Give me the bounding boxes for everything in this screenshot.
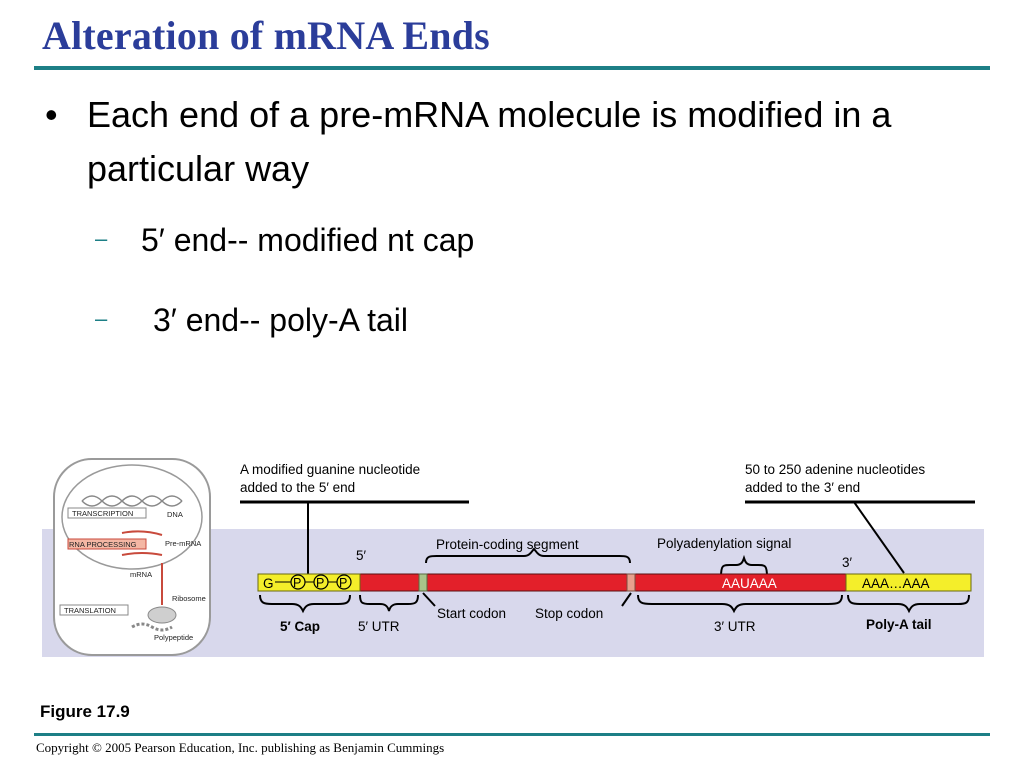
callout-left-line2: added to the 5′ end [240,480,355,495]
aauaaa-sequence: AAUAAA [722,576,777,591]
five-utr-label: 5′ UTR [358,619,400,634]
cap-p1: P [293,576,301,590]
polyadenylation-brace [720,554,768,578]
three-utr-brace [637,594,843,614]
start-codon-pointer [422,592,436,607]
figure-caption: Figure 17.9 [40,702,130,721]
label-box-rna-processing [67,538,147,550]
cap-brace [259,594,351,614]
protein-coding-brace [425,547,631,564]
dna-helix-icon [81,495,183,507]
polypeptide-icon [131,622,173,632]
label-box-translation [59,604,129,616]
slide-title: Alteration of mRNA Ends [42,13,490,58]
poly-a-brace [847,594,970,614]
callout-right-line2: added to the 3′ end [745,480,860,495]
bullet-dot: • [45,94,58,135]
inset-ribosome: Ribosome [172,594,206,603]
callout-right-pointer [853,501,905,574]
inset-dna: DNA [167,510,183,519]
five-utr-brace [359,594,419,612]
three-utr-label: 3′ UTR [714,619,756,634]
inset-mrna: mRNA [130,570,152,579]
poly-a-sequence: AAA…AAA [862,576,930,591]
inset-rna-processing: RNA PROCESSING [69,540,137,549]
callout-right-line1: 50 to 250 adenine nucleotides [745,462,925,477]
three-prime-label: 3′ [842,555,853,570]
nucleus-outline [61,464,203,570]
title-divider [34,66,990,70]
stop-codon-pointer [621,592,632,607]
footer-divider [34,733,990,736]
poly-a-tail-label: Poly-A tail [866,617,932,632]
cap-p3: P [339,576,347,590]
start-codon-label: Start codon [437,606,506,621]
poly-a-region [845,573,972,592]
cap-g: G [263,576,274,591]
sub-bullet-text: 5′ end-- modified nt cap [141,222,475,258]
inset-translation: TRANSLATION [64,606,116,615]
callout-left-line1: A modified guanine nucleotide [240,462,420,477]
five-cap-label: 5′ Cap [280,619,320,634]
inset-transcription: TRANSCRIPTION [72,509,133,518]
protein-coding-label: Protein-coding segment [436,537,579,552]
stop-codon-mark [626,573,636,592]
start-codon-mark [418,573,428,592]
five-prime-label: 5′ [356,548,367,563]
cap-p2: P [316,576,324,590]
stop-codon-label: Stop codon [535,606,603,621]
main-bullet-text: Each end of a pre-mRNA molecule is modif… [87,94,892,189]
ribosome-icon [147,606,177,624]
inset-pre-mrna: Pre-mRNA [165,539,201,548]
copyright-notice: Copyright © 2005 Pearson Education, Inc.… [36,740,445,755]
inset-polypeptide: Polypeptide [154,633,193,642]
label-box-transcription [67,507,147,519]
sub-bullet-dash: – [95,306,108,331]
mrna-ends-figure: TRANSCRIPTION DNA RNA PROCESSING Pre-mRN… [42,455,984,660]
overview-inset: TRANSCRIPTION DNA RNA PROCESSING Pre-mRN… [53,458,211,656]
mrna-diagram: TRANSCRIPTION DNA RNA PROCESSING Pre-mRN… [42,458,984,657]
sub-bullet-text: 3′ end-- poly-A tail [153,302,409,338]
sub-bullet-dash: – [95,226,108,251]
polyadenylation-label: Polyadenylation signal [657,536,791,551]
